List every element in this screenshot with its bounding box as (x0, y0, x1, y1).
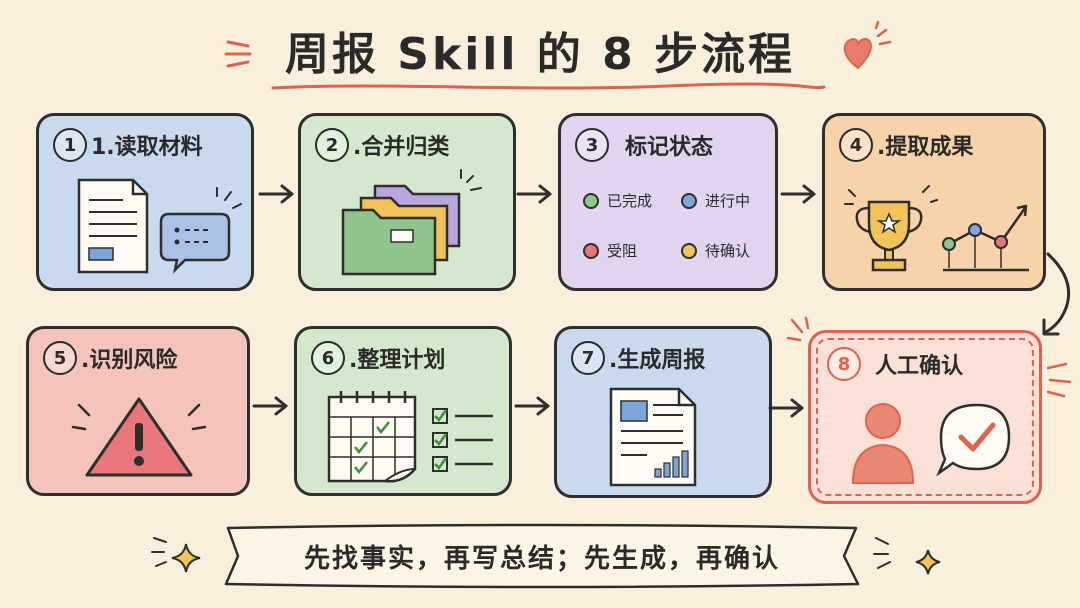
arrow-right-icon (514, 396, 550, 416)
step-card-6: 6 .整理计划 (294, 326, 512, 496)
banner-text: 先找事实，再写总结；先生成，再确认 (303, 544, 780, 574)
step-title-2: 2 .合并归类 (315, 128, 449, 162)
arrow-right-icon (258, 184, 294, 204)
status-label-pending: 待确认 (705, 242, 751, 260)
check-bubble-icon (936, 403, 1011, 477)
step-number-1: 1 (53, 128, 87, 162)
sparkle-icon (151, 537, 201, 573)
trophy-icon (844, 185, 1029, 272)
step-label-1: 1.读取材料 (91, 135, 203, 160)
status-dot-blocked (583, 242, 599, 259)
sparkle-lines-icon (1046, 362, 1072, 398)
page-title: 周报 Skill 的 8 步流程 (284, 29, 796, 80)
step-card-7: 7 .生成周报 (554, 326, 772, 498)
step-number-6: 6 (311, 341, 345, 375)
status-dot-pending (681, 242, 697, 259)
status-label-in-progress: 进行中 (705, 192, 751, 210)
step-card-1: 1 1.读取材料 (36, 113, 254, 291)
status-label-blocked: 受阻 (607, 242, 638, 260)
status-done: 已完成 (583, 190, 652, 211)
step-number-3: 3 (575, 128, 609, 162)
step-label-5: .识别风险 (81, 348, 178, 373)
step-title-3: 3 标记状态 (575, 128, 713, 162)
bar-chart-icon (654, 450, 689, 478)
step-label-8: 人工确认 (875, 354, 964, 379)
person-icon (851, 403, 1011, 484)
step-number-4: 4 (839, 128, 873, 162)
sparkle-lines-icon (224, 40, 252, 68)
step-label-7: .生成周报 (609, 348, 706, 373)
step-label-2: .合并归类 (353, 135, 450, 160)
warning-icon (71, 397, 207, 477)
status-pending: 待确认 (681, 240, 750, 261)
status-label-done: 已完成 (607, 192, 653, 210)
title-underline (271, 82, 826, 90)
arrow-right-icon (252, 396, 288, 416)
status-dot-done (583, 192, 599, 209)
step-card-2: 2 .合并归类 (298, 113, 516, 291)
step-label-4: .提取成果 (877, 135, 974, 160)
summary-banner: 先找事实，再写总结；先生成，再确认 (218, 522, 866, 590)
growth-chart-icon (942, 204, 1029, 272)
step-card-5: 5 .识别风险 (26, 326, 250, 496)
status-in-progress: 进行中 (681, 190, 750, 211)
calendar-icon (327, 391, 493, 483)
sparkle-icon (873, 537, 941, 575)
checklist-icon (432, 408, 493, 472)
step-title-8: 8 人工确认 (827, 347, 963, 381)
report-icon (609, 387, 697, 487)
arrow-right-icon (768, 398, 804, 418)
step-number-8: 8 (827, 347, 861, 381)
step-title-4: 4 .提取成果 (839, 128, 973, 162)
step-title-7: 7 .生成周报 (571, 341, 705, 375)
chat-bubble-icon (159, 187, 242, 274)
step-title-6: 6 .整理计划 (311, 341, 445, 375)
status-blocked: 受阻 (583, 240, 637, 261)
banner-ribbon (224, 523, 860, 589)
arrow-right-icon (516, 184, 552, 204)
folders-icon (341, 169, 482, 276)
sparkle-lines-icon (786, 316, 810, 342)
step-label-6: .整理计划 (349, 348, 446, 373)
curved-arrow-icon (1042, 252, 1071, 336)
step-label-3: 标记状态 (625, 135, 714, 160)
status-dot-in-progress (681, 192, 697, 209)
step-number-5: 5 (43, 341, 77, 375)
document-icon (77, 178, 242, 274)
step-card-4: 4 .提取成果 (822, 113, 1046, 291)
step-number-7: 7 (571, 341, 605, 375)
heart-icon (843, 20, 892, 70)
arrow-right-icon (780, 184, 816, 204)
step-card-3: 3 标记状态 已完成 进行中 受阻 待确认 (558, 113, 778, 291)
step-card-8: 8 人工确认 (808, 330, 1042, 504)
step-title-5: 5 .识别风险 (43, 341, 177, 375)
step-title-1: 1 1.读取材料 (53, 128, 203, 162)
step-number-2: 2 (315, 128, 349, 162)
